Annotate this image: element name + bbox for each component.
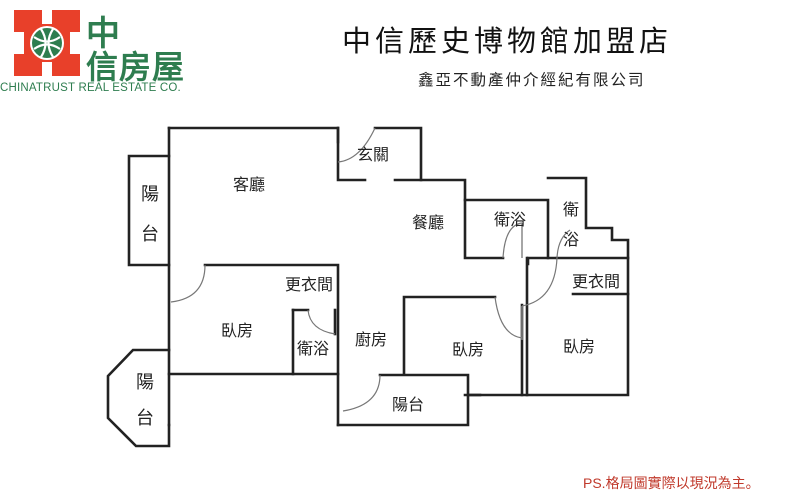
label-balcony-left-bottom-1: 陽 — [136, 372, 154, 393]
label-kitchen: 廚房 — [355, 330, 387, 349]
label-living-room: 客廳 — [233, 175, 265, 194]
globe-logo-icon — [14, 10, 80, 76]
balcony-left-top — [127, 154, 171, 267]
balcony-left-bottom — [106, 348, 171, 448]
label-balcony-bottom: 陽台 — [392, 395, 424, 414]
brand-cn-line1: 中 — [86, 14, 120, 54]
note-text: 格局圖實際以現況為主。 — [605, 476, 760, 492]
label-balcony-left-top-1: 陽 — [141, 184, 159, 205]
note-prefix: PS. — [583, 475, 606, 491]
label-bedroom-middle: 臥房 — [452, 340, 484, 359]
label-dining-room: 餐廳 — [412, 213, 444, 232]
brand-cn-line2: 信房屋 — [86, 48, 186, 86]
label-balcony-left-top-2: 台 — [141, 224, 159, 245]
brand-en: CHINATRUST REAL ESTATE CO. — [0, 82, 181, 94]
label-bath-small: 衛浴 — [297, 339, 329, 358]
page-subtitle: 鑫亞不動產仲介經紀有限公司 — [418, 71, 646, 89]
label-bedroom-left: 臥房 — [221, 321, 253, 340]
company-logo: 中 信房屋 CHINATRUST REAL ESTATE CO. — [0, 10, 194, 96]
door-swings — [170, 127, 571, 412]
walls-main — [167, 126, 630, 427]
disclaimer-note: PS.格局圖實際以現況為主。 — [583, 473, 760, 493]
label-balcony-left-bottom-2: 台 — [136, 408, 154, 429]
label-bedroom-right: 臥房 — [563, 337, 595, 356]
label-bath-center: 衛浴 — [494, 210, 526, 229]
label-entrance: 玄關 — [357, 145, 389, 164]
label-bath-right-2: 浴 — [563, 230, 579, 249]
label-bath-right-1: 衛 — [563, 200, 579, 219]
page-title: 中信歷史博物館加盟店 — [342, 24, 673, 58]
label-closet-right: 更衣間 — [572, 272, 620, 291]
label-closet-left: 更衣間 — [285, 275, 333, 294]
